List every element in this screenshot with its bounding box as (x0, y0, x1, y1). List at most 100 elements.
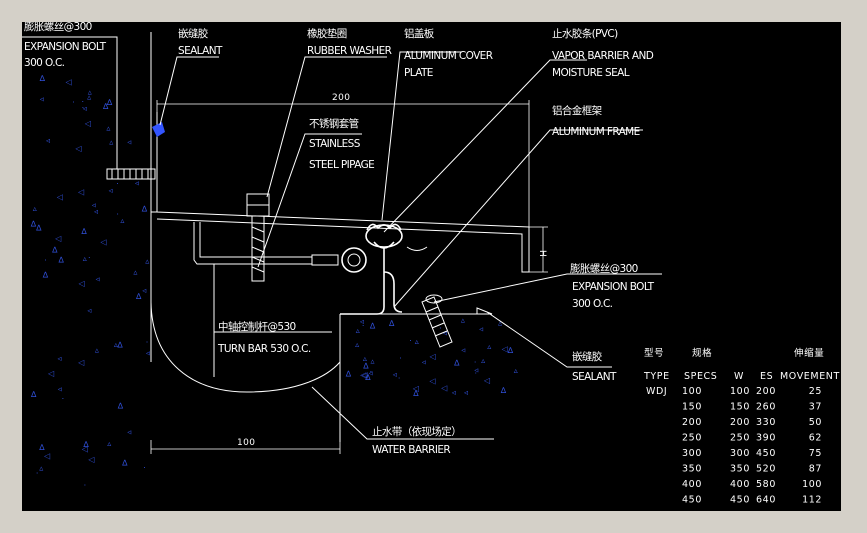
hatch-mark: ◁ (77, 358, 84, 367)
svg-text:ALUMINUM FRAME: ALUMINUM FRAME (552, 126, 640, 138)
table-cell: 450 (682, 495, 702, 506)
hatch-mark: ▵ (120, 216, 124, 225)
hatch-mark: ▵ (107, 439, 111, 448)
svg-text:中轴控制杆@530: 中轴控制杆@530 (218, 320, 296, 333)
hatch-mark: ▵ (356, 326, 360, 335)
table-header-type: TYPE (643, 371, 670, 382)
hatch-mark: ◁ (54, 234, 61, 243)
specs-table: 型号 规格 伸缩量 TYPE SPECS W ES MOVEMENT WDJ 1… (643, 347, 839, 506)
hatch-mark: ▵ (514, 366, 518, 375)
hatch-mark: ◁ (100, 238, 107, 247)
svg-text:PLATE: PLATE (404, 67, 433, 79)
dimension-top: 200 (156, 93, 530, 227)
hatch-mark: ◁ (77, 187, 84, 196)
hatch-mark: ◃ (146, 348, 150, 357)
table-header-movement-zh: 伸缩量 (794, 347, 824, 359)
hatch-mark: ∆ (507, 346, 514, 355)
hatch-mark: ∆ (117, 401, 124, 410)
hatch-mark: ∆ (345, 370, 352, 379)
label-water-barrier: 止水带（依现场定） WATER BARRIER (372, 425, 462, 456)
table-cell: 250 (682, 433, 702, 444)
hatch-mark: ◁ (429, 352, 436, 361)
table-cell: 300 (730, 448, 750, 459)
table-cell: 100 (802, 479, 822, 490)
aluminum-frame-bracket (193, 222, 339, 377)
hatch-mark: ◁ (43, 452, 50, 461)
table-cell: 260 (756, 402, 776, 413)
table-cell: 450 (756, 448, 776, 459)
svg-text:300 O.C.: 300 O.C. (24, 57, 65, 69)
hatch-mark: ▵ (114, 340, 118, 349)
label-turn-bar: 中轴控制杆@530 TURN BAR 530 O.C. (217, 320, 311, 355)
svg-text:300 O.C.: 300 O.C. (572, 298, 613, 310)
table-cell: 200 (756, 386, 776, 397)
hatch-mark: ◁ (84, 119, 91, 128)
hatch-mark: ◃ (96, 275, 100, 284)
hatch-mark: ◃ (46, 136, 50, 145)
svg-text:EXPANSION BOLT: EXPANSION BOLT (24, 41, 107, 53)
hatch-mark: ∆ (51, 245, 58, 254)
table-cell: 330 (756, 417, 776, 428)
hatch-mark: · (82, 97, 85, 106)
table-cell: 25 (809, 386, 822, 397)
label-stainless-pipe: 不锈钢套管 STAINLESS STEEL PIPAGE (309, 117, 375, 171)
svg-text:RUBBER WASHER: RUBBER WASHER (307, 45, 392, 57)
table-cell: 87 (809, 464, 822, 475)
hatch-mark: ∆ (116, 340, 123, 349)
hatch-mark: ◃ (94, 207, 98, 216)
svg-text:铝合金框架: 铝合金框架 (552, 104, 603, 117)
table-cell: 75 (809, 448, 822, 459)
svg-text:嵌缝胶: 嵌缝胶 (178, 27, 209, 40)
cad-drawing-canvas[interactable]: ◃∆∆◁∆◃◃··∆◃▵◃▵▵▵◁▵◃◁∆·▵◃··∆▵◁·∆·∆◁◃◁▵◃∆◃… (22, 22, 841, 511)
table-cell: 640 (756, 495, 776, 506)
hatch-mark: · (475, 369, 478, 378)
dimension-right: H (529, 226, 548, 273)
table-cell: 150 (730, 402, 750, 413)
hatch-mark: ◃ (83, 104, 87, 113)
table-cell: 62 (809, 433, 822, 444)
hatch-mark: · (116, 180, 119, 189)
hatch-mark: ∆ (141, 205, 148, 214)
hatch-mark: ∆ (80, 227, 87, 236)
hatch-mark: ◁ (56, 192, 63, 201)
left-wall-hatch: ◃∆∆◁∆◃◃··∆◃▵◃▵▵▵◁▵◃◁∆·▵◃··∆▵◁·∆·∆◁◃◁▵◃∆◃… (30, 74, 150, 490)
hatch-mark: · (398, 374, 401, 383)
svg-text:铝盖板: 铝盖板 (404, 27, 435, 40)
svg-text:TURN BAR 530 O.C.: TURN BAR 530 O.C. (217, 343, 311, 355)
hatch-mark: ◃ (109, 186, 113, 195)
hatch-mark: ▵ (145, 257, 149, 266)
label-rubber-washer: 橡胶垫圈 RUBBER WASHER (307, 27, 392, 57)
hatch-mark: ◃ (464, 388, 468, 397)
table-cell: 100 (682, 386, 702, 397)
hatch-mark: ▵ (106, 124, 110, 133)
svg-text:不锈钢套管: 不锈钢套管 (309, 117, 359, 130)
table-header-type-zh: 型号 (644, 348, 664, 359)
table-cell: 350 (730, 464, 750, 475)
table-cell: 400 (682, 479, 702, 490)
hatch-mark: ◁ (359, 371, 366, 380)
hatch-mark: ▵ (39, 463, 43, 472)
hatch-mark: ◃ (40, 94, 44, 103)
table-cell: 150 (682, 402, 702, 413)
hatch-mark: ▵ (133, 267, 137, 276)
hatch-mark: ◃ (87, 306, 91, 315)
hatch-mark: ◃ (443, 328, 447, 337)
hatch-mark: ▵ (87, 93, 91, 102)
hatch-mark: ▵ (487, 342, 491, 351)
table-cell: 580 (756, 479, 776, 490)
hatch-mark: · (88, 254, 91, 263)
table-cell: 390 (756, 433, 776, 444)
svg-text:膨胀螺丝@300: 膨胀螺丝@300 (570, 262, 638, 275)
hatch-mark: · (399, 354, 402, 363)
hatch-mark: ▵ (83, 254, 87, 263)
table-cell: 112 (802, 495, 822, 506)
table-cell: 450 (730, 495, 750, 506)
expansion-bolt-right (421, 294, 453, 348)
hatch-mark: ∆ (135, 292, 142, 301)
hatch-mark: ◁ (483, 376, 490, 385)
hatch-mark: · (143, 464, 146, 473)
svg-text:EXPANSION BOLT: EXPANSION BOLT (572, 281, 655, 293)
hatch-mark: ◃ (127, 428, 131, 437)
svg-text:VAPOR BARRIER AND: VAPOR BARRIER AND (552, 50, 654, 62)
svg-text:止水胶条(PVC): 止水胶条(PVC) (552, 27, 618, 40)
